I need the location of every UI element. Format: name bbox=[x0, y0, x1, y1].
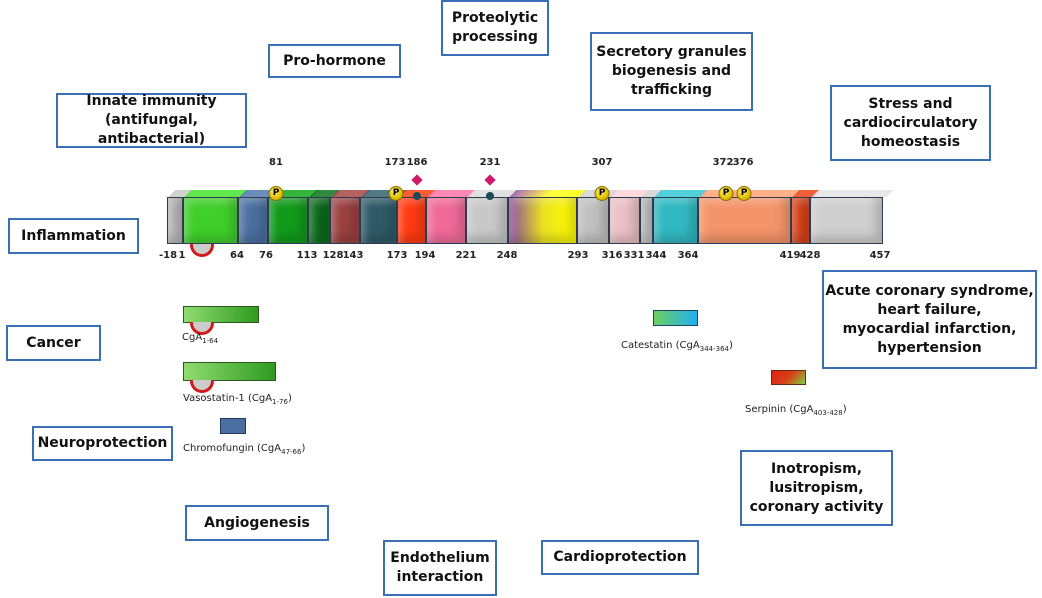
label-catestatin: Catestatin (CgA344-364) bbox=[621, 340, 733, 353]
cga-segment bbox=[810, 197, 883, 244]
box-pro-hormone: Pro-hormone bbox=[268, 44, 401, 78]
residue-label-bottom: 194 bbox=[414, 250, 436, 261]
residue-label-bottom: 316 bbox=[601, 250, 623, 261]
box-secretory-granules: Secretory granules biogenesis and traffi… bbox=[590, 32, 753, 111]
box-proteolytic-processing: Proteolytic processing bbox=[441, 0, 549, 56]
cga-segment bbox=[609, 197, 640, 244]
peptide-chromofungin bbox=[220, 418, 246, 434]
residue-label-top: 173 bbox=[384, 157, 406, 168]
cga-segment bbox=[653, 197, 698, 244]
cga-segment bbox=[791, 197, 810, 244]
residue-label-bottom: 293 bbox=[567, 250, 589, 261]
residue-label-bottom: 221 bbox=[455, 250, 477, 261]
cga-segment bbox=[167, 197, 183, 244]
residue-label-bottom: 1 bbox=[178, 250, 186, 261]
residue-label-bottom: -18 bbox=[158, 250, 178, 261]
cga-segment bbox=[698, 197, 791, 244]
cga-segment bbox=[426, 197, 466, 244]
residue-label-bottom: 128 bbox=[322, 250, 344, 261]
cga-segment bbox=[640, 197, 653, 244]
residue-label-top: 81 bbox=[269, 157, 283, 168]
peptide-catestatin bbox=[653, 310, 698, 326]
residue-label-bottom: 364 bbox=[677, 250, 699, 261]
box-endothelium: Endothelium interaction bbox=[383, 540, 497, 596]
box-angiogenesis: Angiogenesis bbox=[185, 505, 329, 541]
label-vasostatin-1: Vasostatin-1 (CgA1-76) bbox=[183, 393, 292, 406]
cga-segment bbox=[360, 197, 397, 244]
cga-segment bbox=[238, 197, 268, 244]
residue-label-bottom: 143 bbox=[342, 250, 364, 261]
glycan-dot-icon bbox=[413, 192, 421, 200]
phosphorylation-site-icon: P bbox=[718, 186, 734, 201]
label-serpinin: Serpinin (CgA403-428) bbox=[745, 404, 847, 417]
box-cancer: Cancer bbox=[6, 325, 101, 361]
residue-label-bottom: 344 bbox=[645, 250, 667, 261]
cga-segment bbox=[308, 197, 330, 244]
box-innate-immunity: Innate immunity (antifungal, antibacteri… bbox=[56, 93, 247, 148]
glycan-dot-icon bbox=[486, 192, 494, 200]
residue-label-top: 307 bbox=[591, 157, 613, 168]
cga-segment bbox=[577, 197, 609, 244]
cga-segment bbox=[268, 197, 308, 244]
peptide-cga-1-64 bbox=[183, 306, 259, 323]
residue-label-bottom: 173 bbox=[386, 250, 408, 261]
cga-segment bbox=[508, 197, 577, 244]
residue-label-top: 372 bbox=[712, 157, 734, 168]
cga-segment bbox=[466, 197, 508, 244]
cga-segment bbox=[330, 197, 360, 244]
residue-label-top: 186 bbox=[406, 157, 428, 168]
peptide-serpinin bbox=[771, 370, 806, 385]
residue-label-bottom: 64 bbox=[230, 250, 244, 261]
residue-label-top: 376 bbox=[732, 157, 754, 168]
phosphorylation-site-icon: P bbox=[268, 186, 284, 201]
box-inotropism: Inotropism, lusitropism, coronary activi… bbox=[740, 450, 893, 526]
residue-label-top: 231 bbox=[479, 157, 501, 168]
cga-segment bbox=[183, 197, 238, 244]
disulfide-loop-icon bbox=[190, 380, 214, 393]
residue-label-bottom: 113 bbox=[296, 250, 318, 261]
residue-label-bottom: 76 bbox=[259, 250, 273, 261]
peptide-vasostatin-1 bbox=[183, 362, 276, 381]
cga-segment bbox=[397, 197, 426, 244]
label-cga-1-64: CgA1-64 bbox=[182, 332, 219, 345]
box-acute-coronary: Acute coronary syndrome, heart failure, … bbox=[822, 270, 1037, 369]
box-inflammation: Inflammation bbox=[8, 218, 139, 254]
residue-label-bottom: 428 bbox=[799, 250, 821, 261]
phosphorylation-site-icon: P bbox=[594, 186, 610, 201]
residue-label-bottom: 331 bbox=[623, 250, 645, 261]
glycosylation-site-icon bbox=[411, 174, 423, 186]
box-stress: Stress and cardiocirculatory homeostasis bbox=[830, 85, 991, 161]
box-neuroprotection: Neuroprotection bbox=[32, 426, 173, 461]
box-cardioprotection: Cardioprotection bbox=[541, 540, 699, 575]
residue-label-bottom: 248 bbox=[496, 250, 518, 261]
phosphorylation-site-icon: P bbox=[736, 186, 752, 201]
disulfide-loop-icon bbox=[190, 322, 214, 335]
phosphorylation-site-icon: P bbox=[388, 186, 404, 201]
residue-label-bottom: 419 bbox=[779, 250, 801, 261]
glycosylation-site-icon bbox=[484, 174, 496, 186]
residue-label-bottom: 457 bbox=[869, 250, 891, 261]
disulfide-loop-icon bbox=[190, 244, 214, 257]
label-chromofungin: Chromofungin (CgA47-66) bbox=[183, 443, 306, 456]
